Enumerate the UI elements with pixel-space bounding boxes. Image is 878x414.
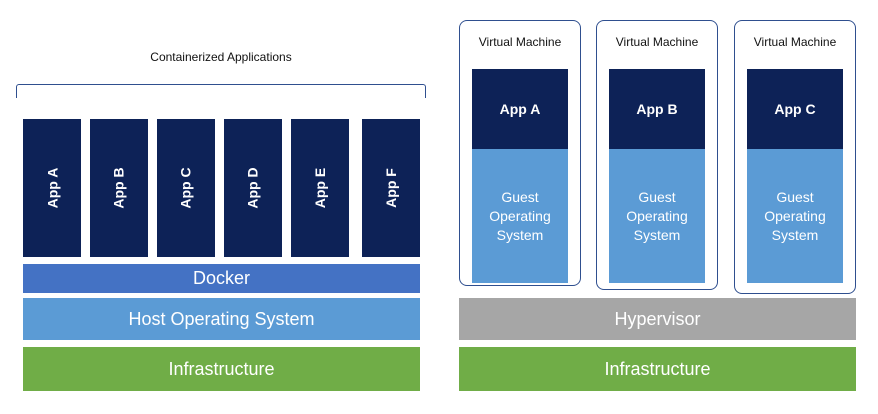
container-app-c: App C	[157, 119, 215, 257]
docker-layer: Docker	[23, 264, 420, 293]
virtual-machine-a: Virtual Machine App A Guest Operating Sy…	[459, 20, 581, 286]
container-app-label: App E	[311, 167, 328, 209]
guest-os: Guest Operating System	[609, 149, 705, 283]
container-app-e: App E	[291, 119, 349, 257]
container-app-label: App D	[245, 167, 261, 209]
vm-app: App C	[747, 69, 843, 149]
container-app-label: App B	[111, 167, 127, 209]
infrastructure-layer-left: Infrastructure	[23, 347, 420, 391]
container-app-b: App B	[90, 119, 148, 257]
containerized-apps-caption: Containerized Applications	[150, 50, 292, 64]
vm-title: Virtual Machine	[615, 35, 699, 49]
virtual-machine-b: Virtual Machine App B Guest Operating Sy…	[596, 20, 718, 290]
hypervisor-layer: Hypervisor	[459, 298, 856, 340]
container-app-a: App A	[23, 119, 81, 257]
host-os-layer: Host Operating System	[23, 298, 420, 340]
guest-os: Guest Operating System	[472, 149, 568, 283]
virtual-machine-c: Virtual Machine App C Guest Operating Sy…	[734, 20, 856, 294]
vm-app: App A	[472, 69, 568, 149]
infrastructure-layer-right: Infrastructure	[459, 347, 856, 391]
container-app-label: App C	[178, 167, 194, 209]
container-app-d: App D	[224, 119, 282, 257]
container-app-f: App F	[362, 119, 420, 257]
container-app-label: App A	[43, 167, 60, 209]
vm-title: Virtual Machine	[478, 35, 562, 49]
vm-title: Virtual Machine	[753, 35, 837, 49]
vm-app: App B	[609, 69, 705, 149]
apps-bracket	[16, 84, 426, 98]
guest-os: Guest Operating System	[747, 149, 843, 283]
container-app-label: App F	[383, 168, 399, 208]
